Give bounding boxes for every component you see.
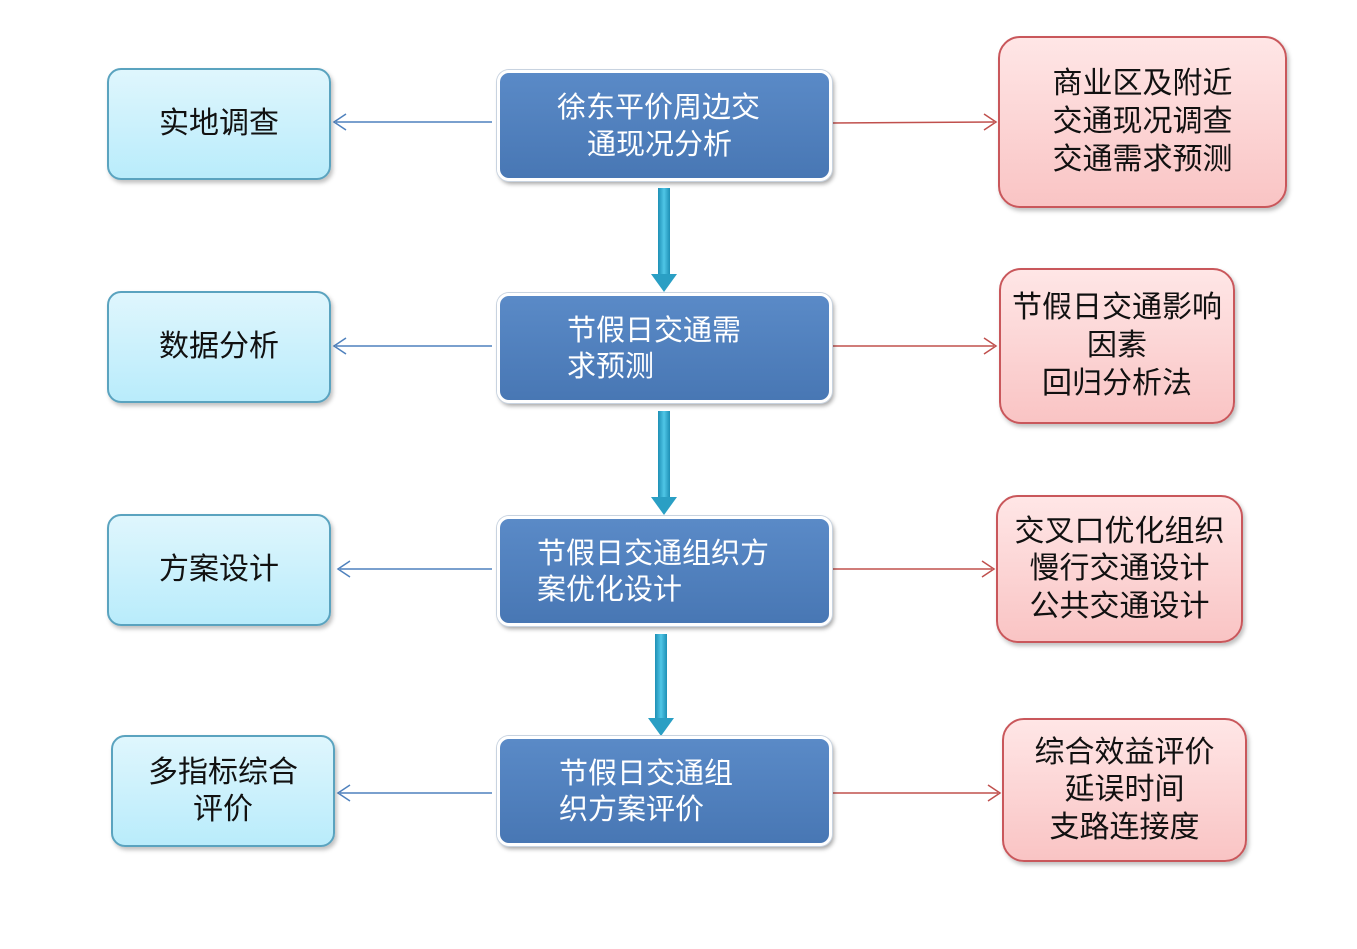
method-2-box: 数据分析: [107, 291, 331, 403]
step-2-box: 节假日交通需 求预测: [497, 293, 832, 403]
detail-1-line-2: 交通现况调查: [1052, 103, 1233, 139]
detail-4-box: 综合效益评价 延误时间 支路连接度: [1002, 718, 1247, 862]
detail-3-line-1: 交叉口优化组织: [1014, 513, 1225, 549]
method-2-label: 数据分析: [159, 329, 279, 365]
down-arrow-2: [651, 411, 677, 515]
detail-1-line-1: 商业区及附近: [1052, 65, 1233, 101]
method-3-box: 方案设计: [107, 514, 331, 626]
detail-3-line-2: 慢行交通设计: [1029, 551, 1210, 587]
detail-2-line-2: 因素: [1087, 327, 1147, 363]
detail-3-line-3: 公共交通设计: [1029, 588, 1210, 624]
method-1-label: 实地调查: [159, 106, 279, 142]
detail-4-line-1: 综合效益评价: [1034, 734, 1215, 770]
step-4-line-2: 织方案评价: [559, 792, 705, 826]
step-4-line-1: 节假日交通组: [559, 755, 734, 790]
step-4-box: 节假日交通组 织方案评价: [497, 736, 832, 846]
step-3-box: 节假日交通组织方 案优化设计: [497, 516, 832, 626]
step-1-line-2: 通现况分析: [587, 126, 733, 161]
method-4-line-2: 评价: [193, 792, 253, 827]
detail-4-line-3: 支路连接度: [1049, 809, 1200, 845]
left-arrow-4: [336, 784, 492, 802]
step-1-box: 徐东平价周边交 通现况分析: [497, 70, 832, 181]
right-arrow-4: [832, 784, 1002, 802]
right-arrow-2: [832, 337, 998, 355]
method-3-label: 方案设计: [159, 552, 279, 588]
method-1-box: 实地调查: [107, 68, 331, 180]
detail-3-box: 交叉口优化组织 慢行交通设计 公共交通设计: [996, 495, 1243, 643]
step-3-line-2: 案优化设计: [537, 572, 683, 606]
right-arrow-3: [832, 560, 996, 578]
method-4-box: 多指标综合 评价: [111, 735, 335, 847]
down-arrow-3: [648, 634, 674, 736]
left-arrow-1: [332, 113, 492, 131]
step-1-line-1: 徐东平价周边交: [557, 90, 761, 125]
detail-2-box: 节假日交通影响 因素 回归分析法: [999, 268, 1235, 424]
method-4-line-1: 多指标综合: [148, 754, 298, 790]
step-2-line-1: 节假日交通需: [567, 312, 742, 347]
left-arrow-2: [332, 337, 492, 355]
step-2-line-2: 求预测: [567, 349, 655, 383]
detail-2-line-3: 回归分析法: [1042, 366, 1192, 402]
detail-2-line-1: 节假日交通影响: [1012, 289, 1222, 325]
right-arrow-1: [831, 113, 998, 131]
left-arrow-3: [336, 560, 492, 578]
detail-1-line-3: 交通需求预测: [1052, 142, 1233, 178]
detail-4-line-2: 延误时间: [1064, 772, 1185, 808]
down-arrow-1: [651, 188, 677, 292]
detail-1-box: 商业区及附近 交通现况调查 交通需求预测: [998, 36, 1287, 208]
step-3-line-1: 节假日交通组织方: [537, 535, 770, 570]
